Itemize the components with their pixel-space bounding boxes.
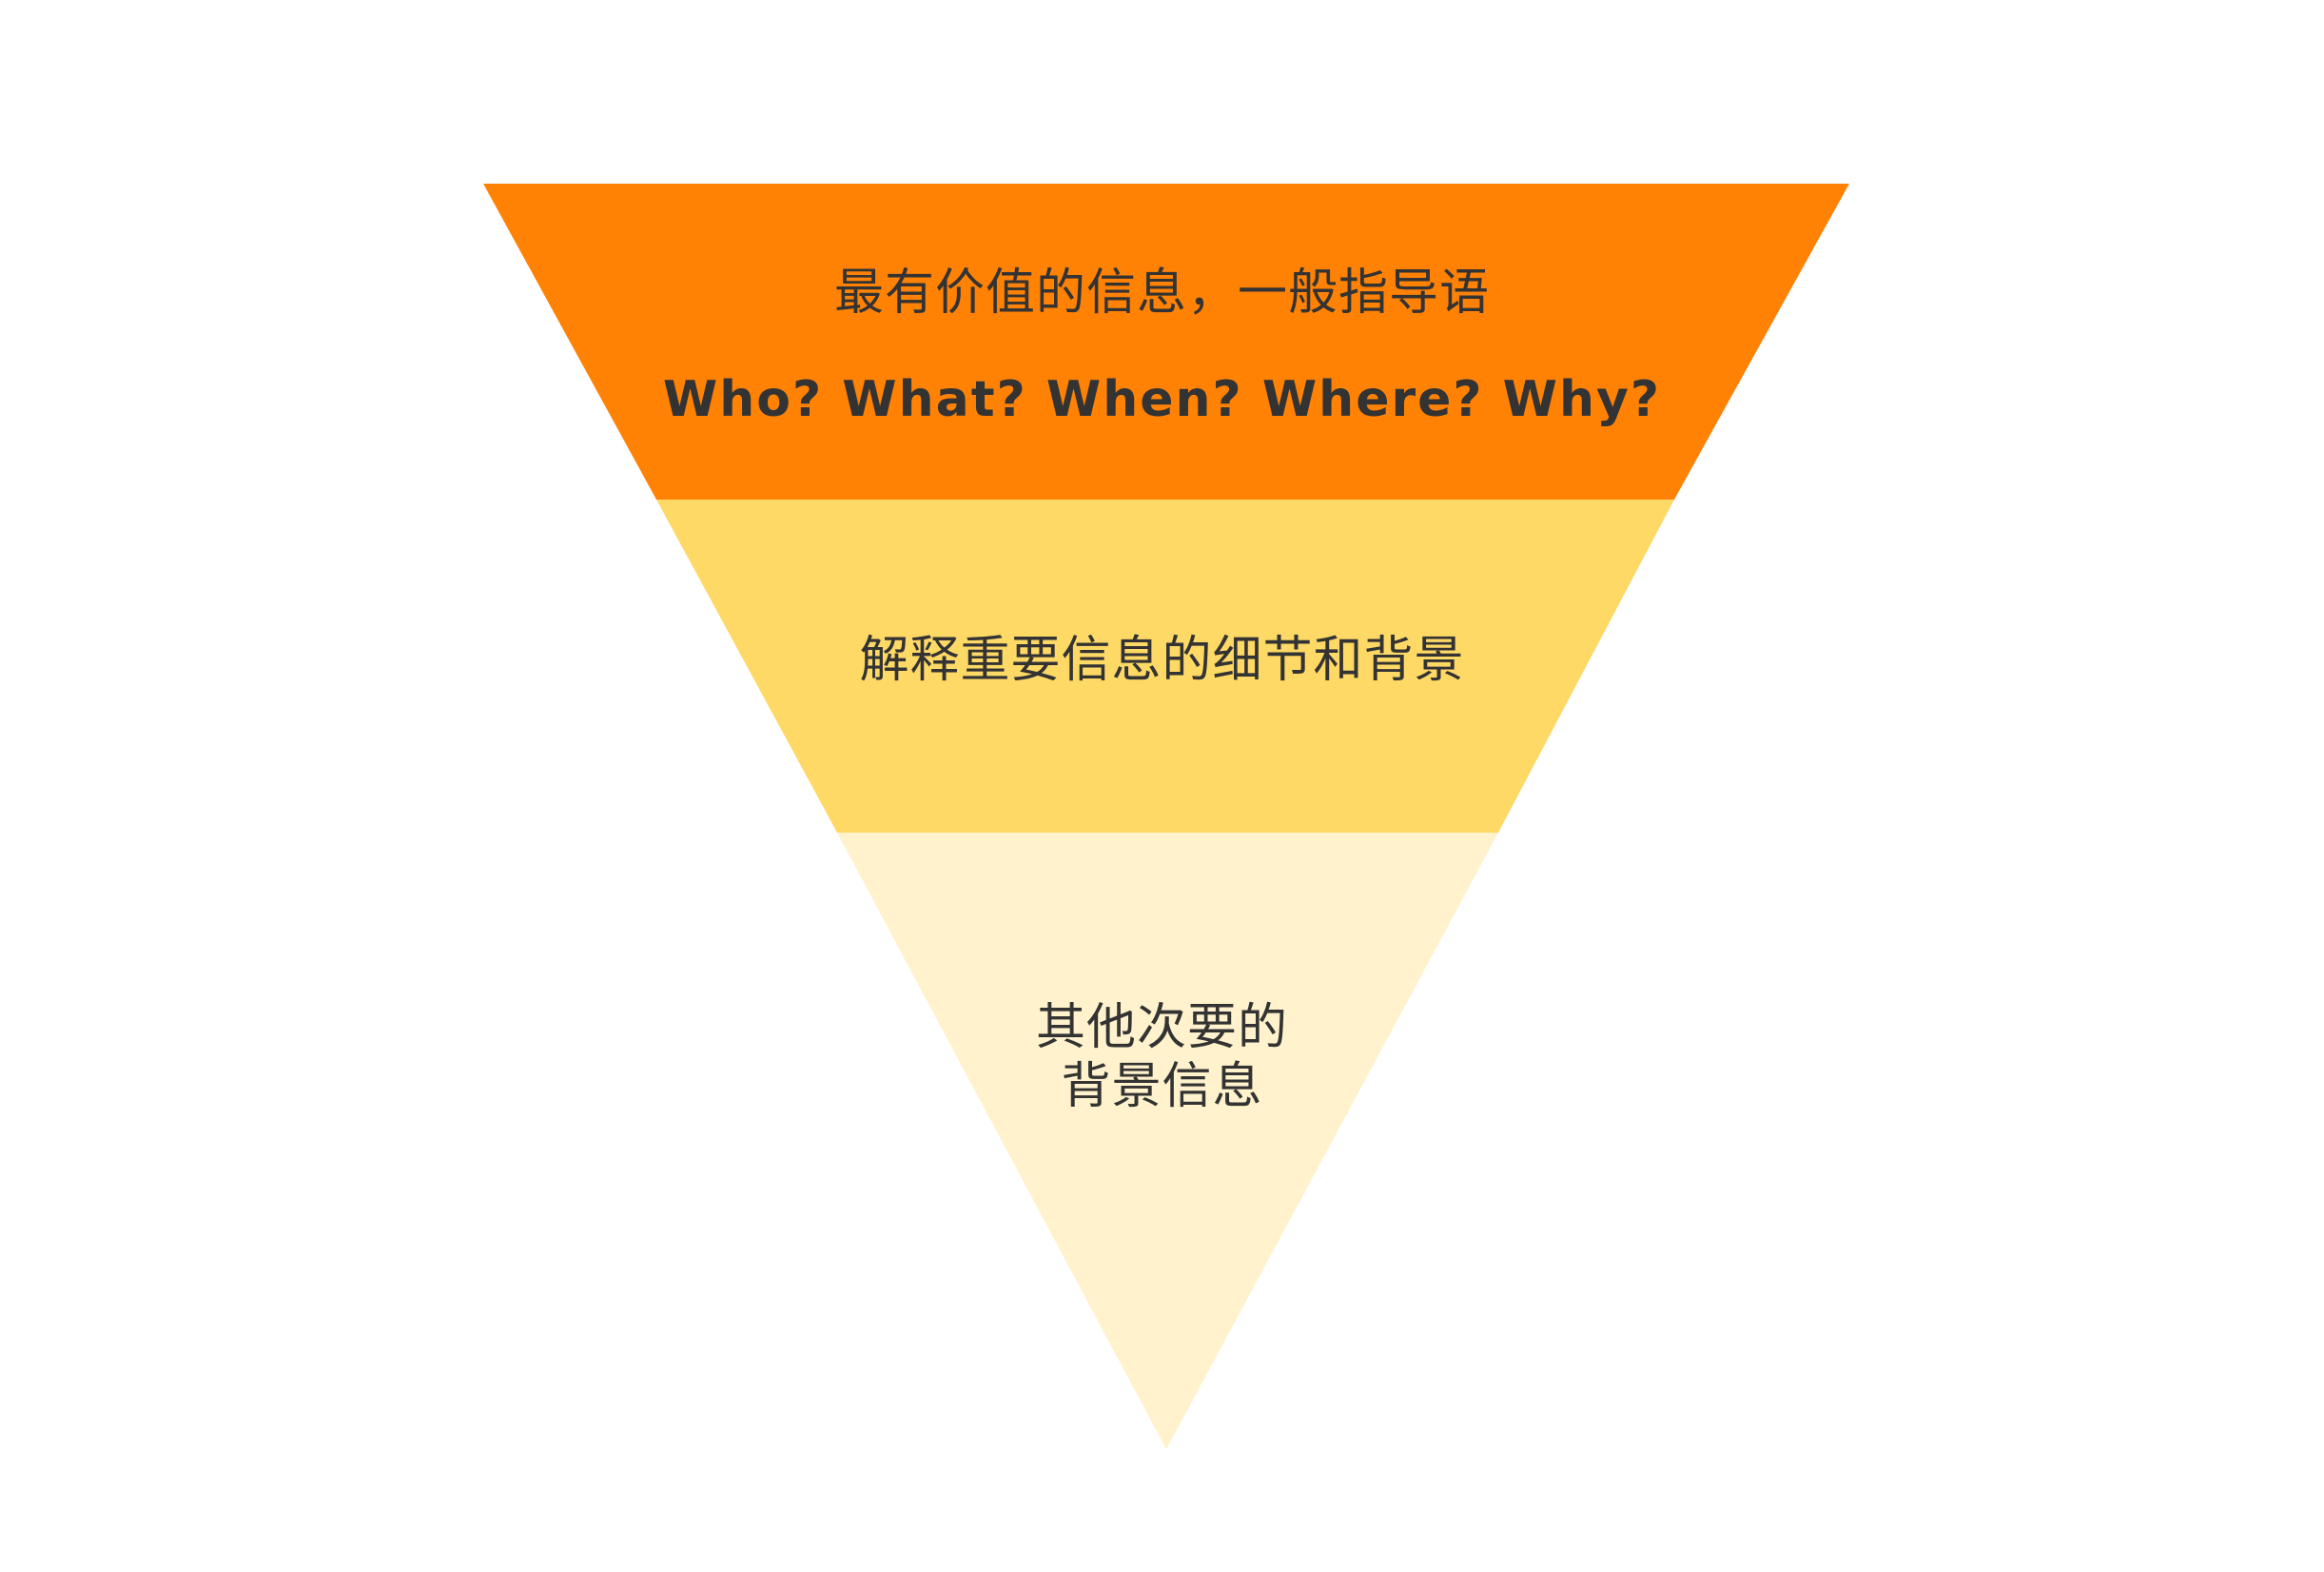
tier-middle-segment: [656, 500, 1674, 833]
tier-top-segment: [483, 184, 1849, 500]
tier-top-questions: Who? What? When? Where? Why?: [662, 371, 1662, 428]
tier-bottom-text-line1: 其他次要的: [1035, 999, 1288, 1056]
tier-bottom-text-line2: 背景信息: [1061, 1058, 1263, 1115]
tier-top-heading: 最有价值的信息，一般指导语: [833, 265, 1490, 322]
tier-middle-text: 解释重要信息的细节和背景: [859, 632, 1465, 689]
tier-bottom-segment: [837, 833, 1498, 1449]
